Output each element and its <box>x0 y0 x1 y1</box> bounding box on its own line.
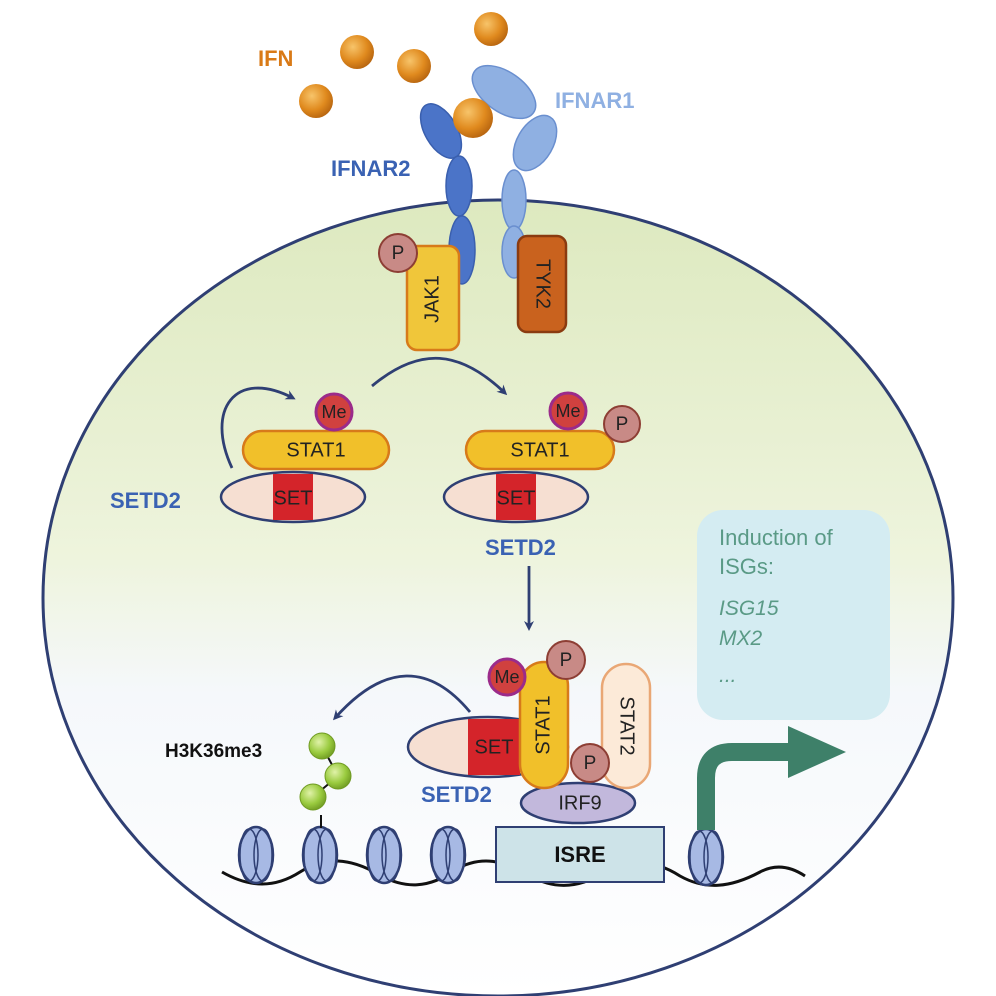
setd2-label-2: SETD2 <box>485 535 556 560</box>
methyl-label: Me <box>494 667 519 687</box>
jak1-kinase <box>405 244 461 352</box>
stat1-label: STAT1 <box>286 439 345 461</box>
methyl-mark <box>548 391 588 431</box>
irf9-body <box>519 781 637 825</box>
nucleosome <box>237 825 275 885</box>
transcription-arrow <box>697 743 800 830</box>
nucleosome <box>429 825 467 885</box>
stat1-body <box>518 660 570 790</box>
ifn-ball <box>340 35 374 69</box>
phospho-mark <box>603 405 641 443</box>
jak1-phospho <box>378 233 418 273</box>
ifn-ball <box>397 49 431 83</box>
isg-gene-mx2: MX2 <box>719 627 763 650</box>
ifnar2-label: IFNAR2 <box>331 156 410 181</box>
isg-induction-box <box>697 510 890 720</box>
stat2-body <box>600 662 652 790</box>
nucleosomes <box>237 825 725 887</box>
ifn-label: IFN <box>258 46 293 71</box>
methyl-mark <box>314 392 354 432</box>
phospho-label: P <box>616 414 629 435</box>
methyl-mark <box>487 657 527 697</box>
h3k36me3-label: H3K36me3 <box>165 741 262 762</box>
setd2-stat1-complex-2: SET STAT1 Me P <box>442 391 641 524</box>
jak1-phospho-label: P <box>392 243 405 264</box>
isg-box-title-line2: ISGs: <box>719 554 774 579</box>
stat1-body <box>241 429 391 471</box>
auto-methylation-arrow <box>220 386 296 469</box>
irf9-label: IRF9 <box>558 792 601 814</box>
isg-gene-isg15: ISG15 <box>719 597 779 620</box>
set-domain <box>468 719 520 775</box>
nucleosome <box>365 825 403 885</box>
jak1-label: JAK1 <box>421 275 443 323</box>
nucleosome <box>687 827 725 887</box>
tyk2-label: TYK2 <box>532 259 554 309</box>
isre-label: ISRE <box>554 842 605 867</box>
ifn-ball <box>474 12 508 46</box>
h3k36me3-marks <box>299 732 352 828</box>
ifn-molecules <box>299 12 508 118</box>
isgf3-setd2-complex: SET IRF9 STAT2 STAT1 Me P P <box>406 640 652 825</box>
phospho-label: P <box>584 753 597 774</box>
set-domain-label: SET <box>274 487 313 509</box>
phospho-mark <box>570 743 610 783</box>
ifnar1-label: IFNAR1 <box>555 88 634 113</box>
methyl-bead <box>308 732 336 760</box>
stat2-label: STAT2 <box>616 696 638 755</box>
set-domain-label: SET <box>497 487 536 509</box>
stat1-label: STAT1 <box>532 695 554 754</box>
set-domain <box>273 474 313 520</box>
methyl-label: Me <box>555 401 580 421</box>
phospho-label: P <box>560 650 573 671</box>
ifnar2-receptor <box>419 103 476 285</box>
phosphorylation-step-arrow <box>371 356 508 396</box>
ifn-ball <box>299 84 333 118</box>
stat1-body <box>464 429 616 471</box>
setd2-stat1-complex-1: SET STAT1 Me <box>219 392 391 524</box>
stat1-label: STAT1 <box>510 439 569 461</box>
methyl-label: Me <box>321 402 346 422</box>
transcription-arrowhead <box>788 726 846 778</box>
set-domain-label: SET <box>475 736 514 758</box>
methyl-bead <box>299 783 327 811</box>
setd2-label-1: SETD2 <box>110 488 181 513</box>
nucleosome <box>301 825 339 885</box>
ifnar1-receptor <box>471 64 558 279</box>
ifn-ball-bound <box>453 98 493 138</box>
set-domain <box>496 474 536 520</box>
setd2-label-3: SETD2 <box>421 782 492 807</box>
isg-gene-ellipsis: ... <box>719 664 737 687</box>
isre-element <box>495 826 665 883</box>
phospho-mark <box>546 640 586 680</box>
methyl-bead <box>324 762 352 790</box>
isg-box-title-line1: Induction of <box>719 525 834 550</box>
tyk2-kinase <box>516 234 568 334</box>
cell-membrane <box>41 198 955 996</box>
histone-methylation-arrow <box>333 674 472 721</box>
